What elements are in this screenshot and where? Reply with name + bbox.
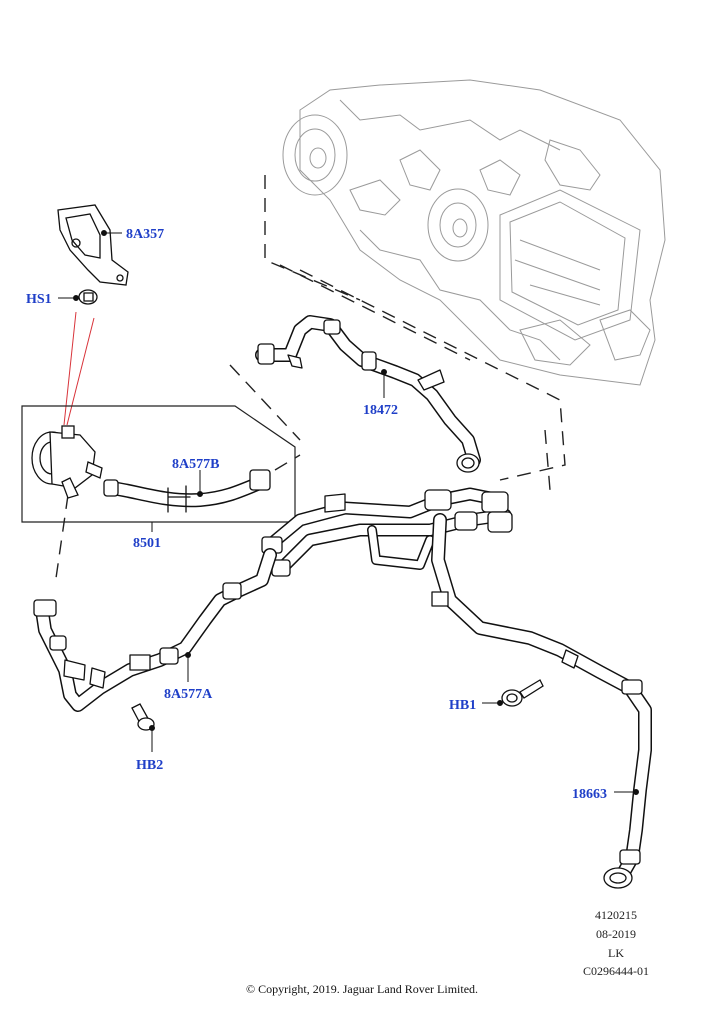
callout-hs1: HS1 [26,292,52,307]
hvac-unit-illustration [282,79,666,386]
reference-date: 08-2019 [596,927,636,941]
callout-8a577a: 8A577A [164,687,213,702]
callout-18663: 18663 [572,787,607,802]
callout-leaders [58,230,639,795]
hose-18472 [255,315,481,473]
reference-initials: LK [608,946,624,960]
copyright-notice: © Copyright, 2019. Jaguar Land Rover Lim… [245,982,479,996]
bolt-hs1 [78,289,98,305]
callout-hb2: HB2 [136,758,163,773]
hose-18663 [603,679,652,889]
bracket-8a357 [57,204,129,286]
callout-8a357: 8A357 [126,227,164,242]
bolt-hb1 [501,679,544,707]
coolant-pipe-assembly [261,487,637,695]
reference-number: 4120215 [595,908,637,922]
coolant-pump-8501 [31,425,103,499]
callout-labels: 8A357 HS1 18472 8A577B 8501 8A577A HB2 H… [26,227,607,802]
dashed-guide-lines [54,175,566,586]
bolt-hb2 [131,703,155,731]
inset-box-8501 [21,405,296,523]
hose-8a577a [33,548,277,712]
callout-8501: 8501 [133,536,161,551]
red-guide-lines [63,311,95,426]
reference-code: C0296444-01 [583,964,649,978]
callout-18472: 18472 [363,403,398,418]
callout-8a577b: 8A577B [172,457,219,472]
callout-hb1: HB1 [449,698,476,713]
hose-8a577b [103,469,271,513]
